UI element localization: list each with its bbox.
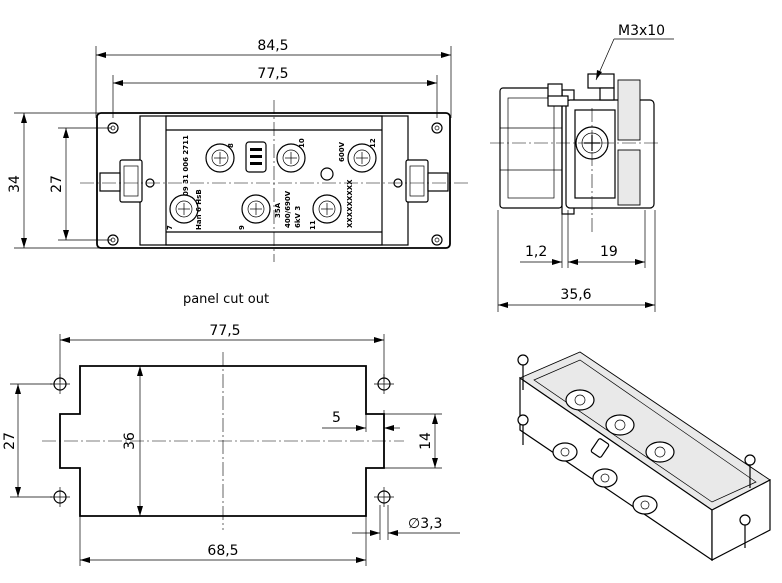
marking-kv: 6kV 3 xyxy=(294,206,302,228)
marking-rating: 35A xyxy=(274,202,282,218)
dim-notch-height: 14 xyxy=(418,432,434,450)
marking-600v: 600V xyxy=(338,141,346,162)
panel-cut-out-title: panel cut out xyxy=(183,292,269,307)
dim-total: 35,6 xyxy=(560,287,591,303)
contact-11 xyxy=(312,194,342,224)
contact-label-7: 7 xyxy=(166,225,174,230)
contact-7 xyxy=(169,194,199,224)
dim-notch: 5 xyxy=(332,410,341,426)
dim-hole-diameter: ∅3,3 xyxy=(408,516,442,532)
dim-mounting-height: 27 xyxy=(49,175,65,193)
contact-8 xyxy=(205,143,235,173)
screw-label: M3x10 xyxy=(618,23,665,39)
marking-part-no: 09 31 006 2711 xyxy=(182,135,190,196)
contact-label-9: 9 xyxy=(238,225,246,230)
dim-vertical-spacing: 27 xyxy=(2,432,18,450)
dim-offset: 1,2 xyxy=(525,244,547,260)
isometric-view xyxy=(517,351,771,562)
marking-serial: XXXXXXXXX xyxy=(346,179,354,228)
contact-label-11: 11 xyxy=(309,220,317,230)
dim-height: 36 xyxy=(122,432,138,450)
dim-overall-height: 34 xyxy=(7,175,23,193)
side-view: M3x10 1,2 19 35,6 xyxy=(490,23,674,312)
contact-label-12: 12 xyxy=(369,138,377,148)
dim-mounting-width: 77,5 xyxy=(257,66,288,82)
contact-label-8: 8 xyxy=(227,143,235,148)
contact-10 xyxy=(276,143,306,173)
dim-overall-width: 84,5 xyxy=(257,38,288,54)
marking-voltage: 400/690V xyxy=(284,190,292,228)
dim-width: 68,5 xyxy=(207,543,238,559)
marking-name: Han 6 HsB xyxy=(195,189,203,230)
contact-label-10: 10 xyxy=(298,138,306,148)
dim-depth: 19 xyxy=(600,244,618,260)
contact-12 xyxy=(347,143,377,173)
front-view: 84,5 77,5 34 27 xyxy=(7,38,468,262)
contact-9 xyxy=(241,194,271,224)
dim-hole-spacing: 77,5 xyxy=(209,323,240,339)
panel-cut-out: panel cut out 77,5 27 36 xyxy=(2,292,460,566)
ul-mark-icon xyxy=(320,167,334,181)
